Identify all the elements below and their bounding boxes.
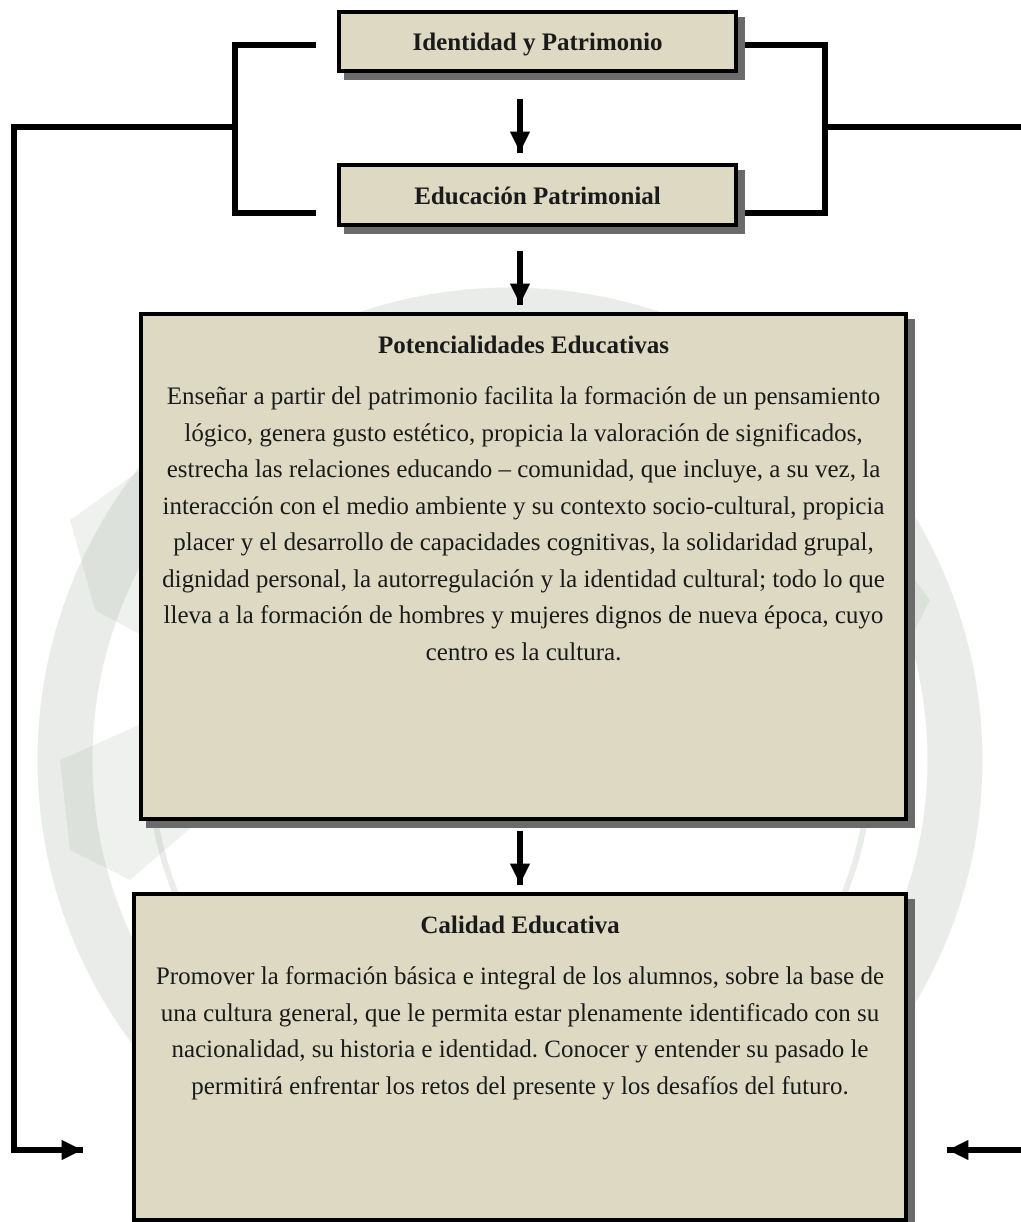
node-title: Identidad y Patrimonio: [412, 29, 663, 56]
node-title: Educación Patrimonial: [414, 183, 661, 210]
node-title: Potencialidades Educativas: [378, 332, 669, 359]
node-educacion-patrimonial: Educación Patrimonial: [337, 163, 738, 227]
left-feedback-connector: [11, 124, 238, 1161]
node-potencialidades-educativas: Potencialidades Educativas Enseñar a par…: [139, 312, 908, 821]
right-bracket-connector: [745, 42, 828, 216]
node-identidad-y-patrimonio: Identidad y Patrimonio: [337, 10, 738, 73]
node-description: Enseñar a partir del patrimonio facilita…: [162, 383, 885, 666]
left-bracket-connector: [232, 42, 316, 216]
node-title: Calidad Educativa: [420, 912, 620, 939]
node-calidad-educativa: Calidad Educativa Promover la formación …: [132, 892, 908, 1222]
node-description: Promover la formación básica e integral …: [155, 963, 885, 1100]
